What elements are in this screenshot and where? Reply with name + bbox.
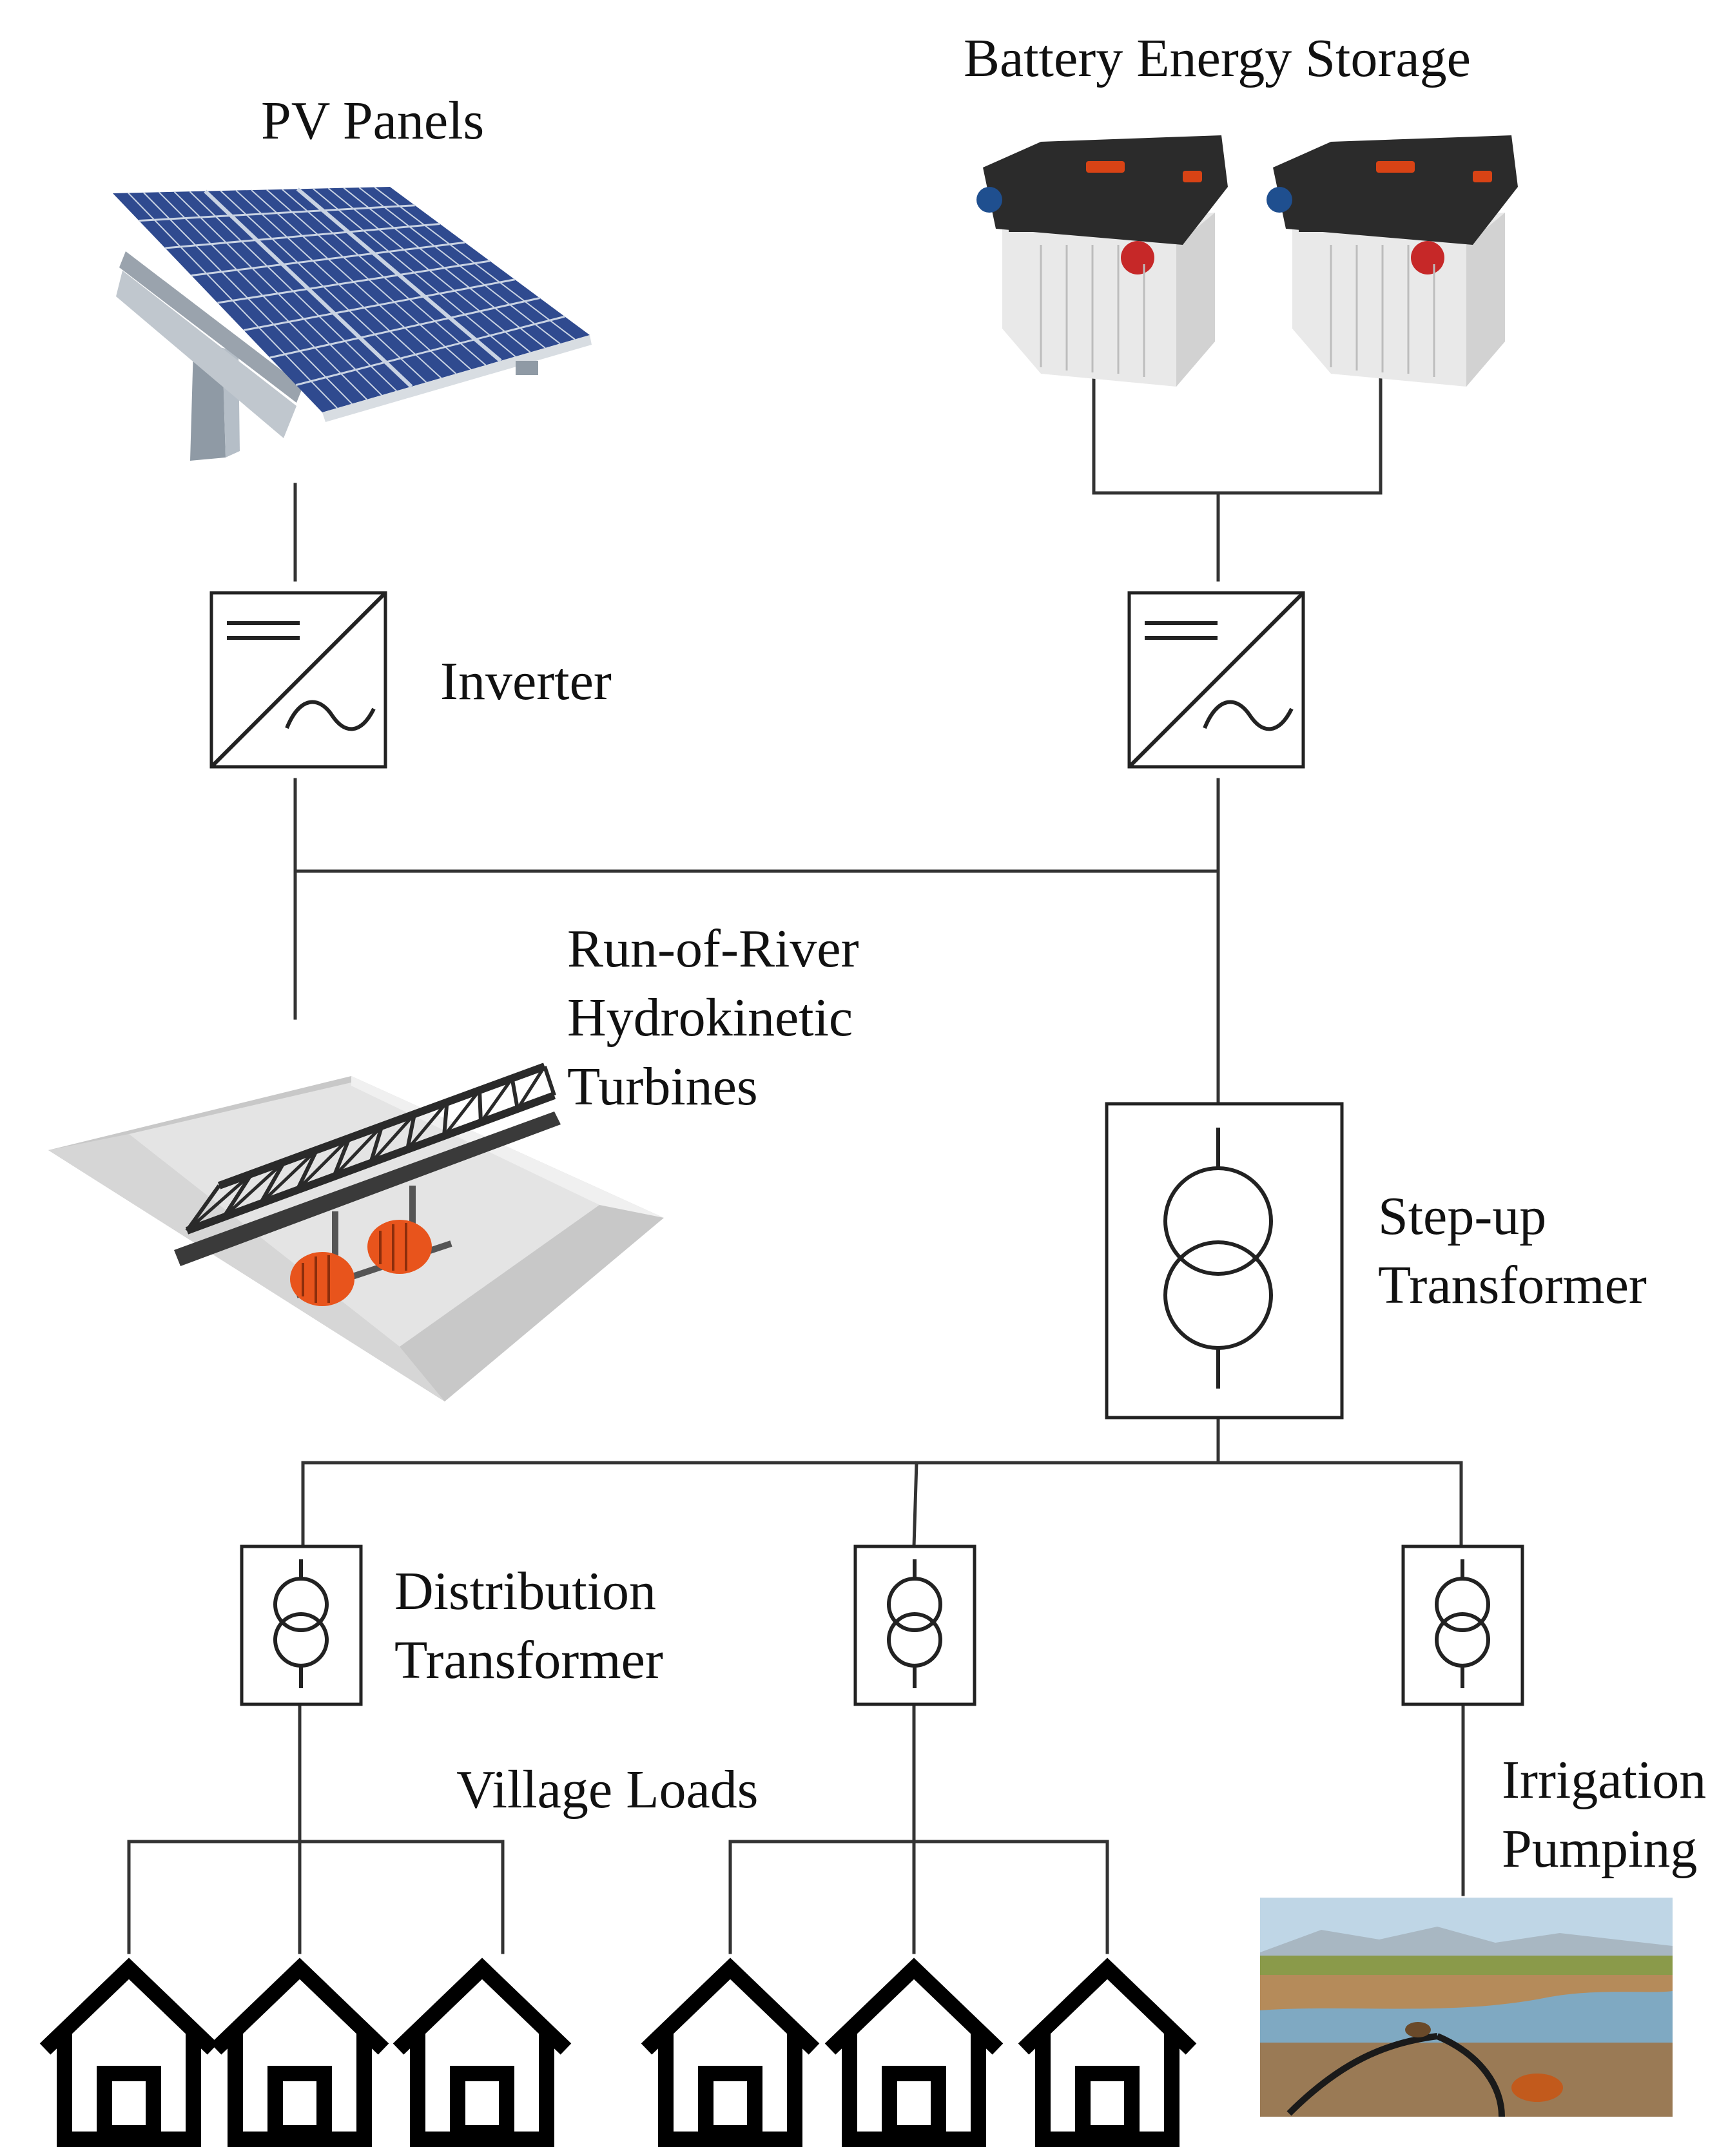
distribution-transformer-label-line1: Distribution <box>394 1561 656 1621</box>
step-up-transformer-label-line1: Step-up <box>1378 1186 1546 1246</box>
pv-panels-image <box>113 186 592 461</box>
distribution-transformer-label-line2: Transformer <box>394 1630 663 1690</box>
house-2 <box>210 1958 389 2147</box>
step-up-transformer-label-line2: Transformer <box>1378 1255 1647 1315</box>
inverter-battery <box>1127 591 1305 769</box>
wiring <box>127 349 1465 1954</box>
battery-left-image <box>976 135 1228 387</box>
house-1 <box>39 1958 218 2147</box>
battery-right-image <box>1267 135 1518 387</box>
hydrokinetic-label-line3: Turbines <box>567 1057 758 1117</box>
hydrokinetic-label-line1: Run-of-River <box>567 919 859 979</box>
village-loads-label: Village Loads <box>456 1760 758 1820</box>
inverter-pv <box>209 591 387 769</box>
irrigation-pumping-label-line1: Irrigation <box>1502 1750 1706 1810</box>
hydrokinetic-turbines-image <box>48 1063 664 1401</box>
irrigation-pumping-image <box>1260 1898 1673 2117</box>
pv-panels-label: PV Panels <box>261 91 484 151</box>
house-6 <box>1018 1958 1197 2147</box>
distribution-transformer-3 <box>1401 1545 1524 1706</box>
irrigation-pumping-label-line2: Pumping <box>1502 1819 1697 1879</box>
house-4 <box>641 1958 820 2147</box>
hydrokinetic-label-line2: Hydrokinetic <box>567 988 853 1048</box>
step-up-transformer <box>1105 1102 1344 1420</box>
house-3 <box>393 1958 572 2147</box>
house-5 <box>824 1958 1004 2147</box>
battery-storage-label: Battery Energy Storage <box>964 28 1471 88</box>
village-houses <box>39 1958 1197 2147</box>
distribution-transformer-1 <box>240 1545 363 1706</box>
inverter-label: Inverter <box>440 651 612 711</box>
distribution-transformer-2 <box>853 1545 976 1706</box>
